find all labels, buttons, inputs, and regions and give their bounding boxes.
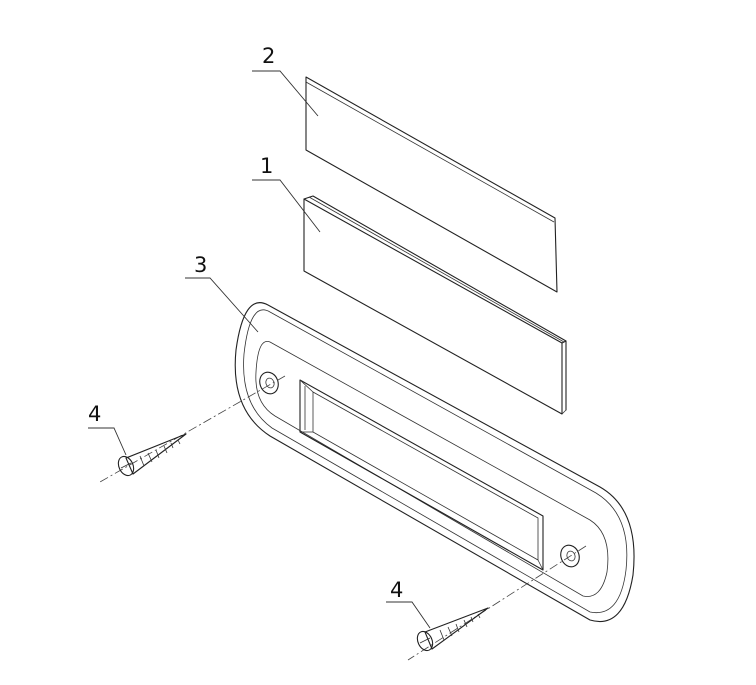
part-4-screw-left: [117, 433, 187, 477]
leader-lines: [88, 70, 431, 629]
callout-4-right: 4: [390, 578, 403, 602]
callout-4-left: 4: [88, 402, 101, 426]
part-2-cover-plate: [305, 76, 558, 293]
part-3-oval-frame: [234, 302, 635, 622]
callout-3: 3: [194, 253, 207, 277]
callout-1: 1: [260, 154, 273, 178]
part-4-screw-right: [416, 607, 489, 652]
part-1-insert-card: [303, 195, 567, 415]
center-lines: [99, 375, 587, 661]
callout-2: 2: [262, 44, 275, 68]
